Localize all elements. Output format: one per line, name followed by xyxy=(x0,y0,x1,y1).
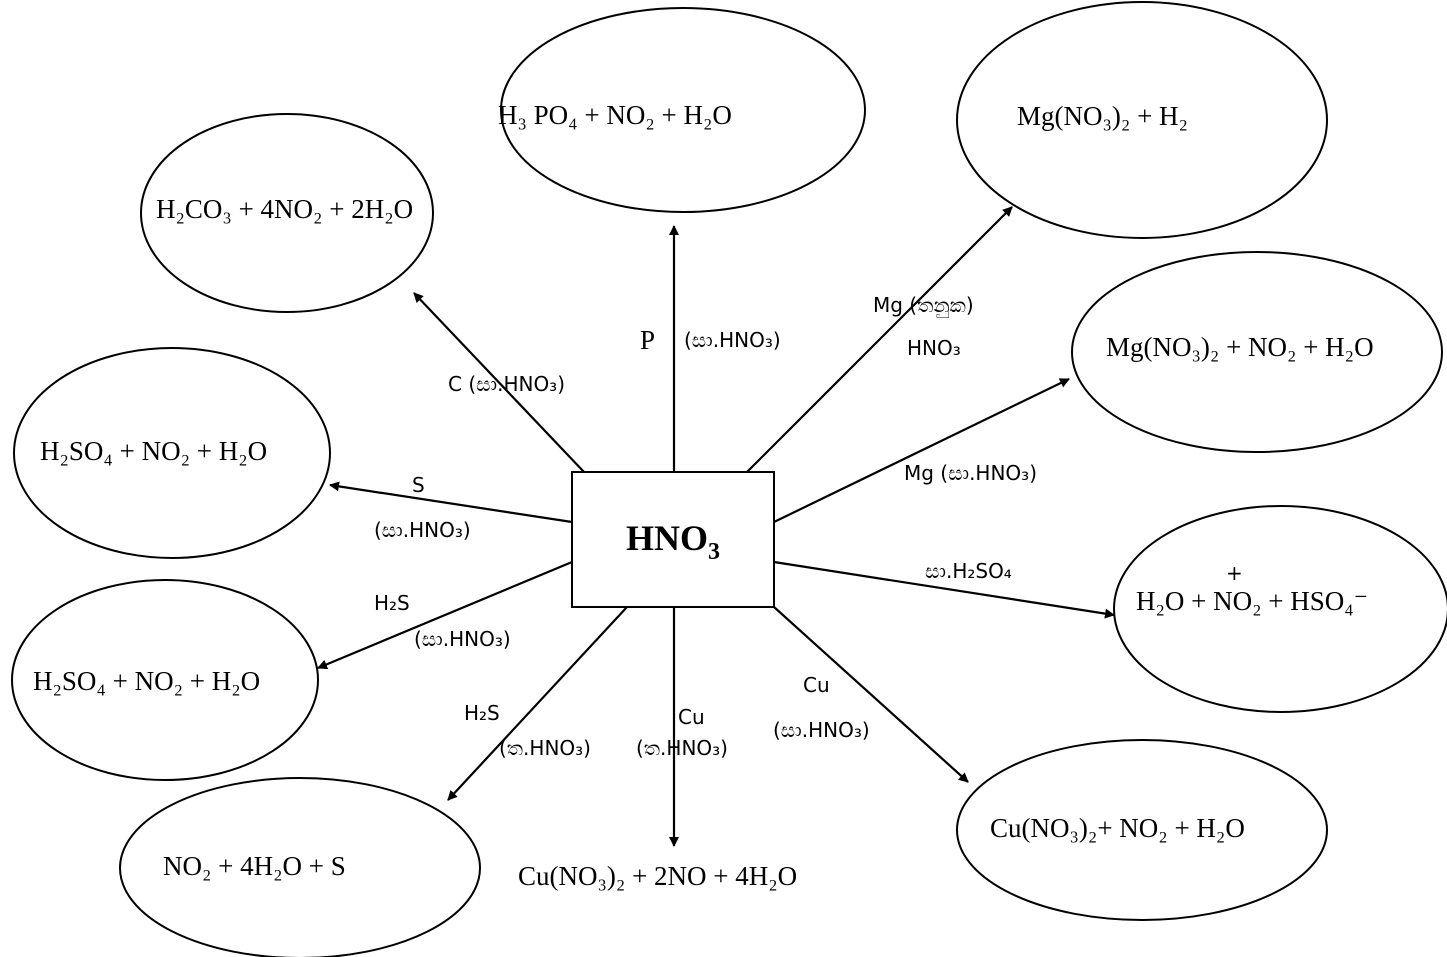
ellipse-phosphoric xyxy=(500,7,866,213)
ellipse-mg-conc xyxy=(1071,251,1443,453)
product-mg-dilute: Mg(NO₃)₂ + H₂ xyxy=(1017,101,1188,131)
reagent-mg-dilute-line1: Mg (තනුක) xyxy=(873,293,974,318)
reagent-cu-conc-label: Cu xyxy=(803,673,830,697)
reagent-mg-conc: Mg (සා.HNO₃) xyxy=(904,461,1037,485)
product-h2s-conc: H₂SO₄ + NO₂ + H₂O xyxy=(33,666,260,696)
reagent-cu-conc-cond: (සා.HNO₃) xyxy=(773,718,870,742)
reagent-cu-dilute-cond: (ත.HNO₃) xyxy=(636,736,728,760)
reagent-h2s-dilute-label: H₂S xyxy=(464,701,500,725)
ellipse-h2s-dilute xyxy=(119,777,481,957)
reagent-s-cond: (සා.HNO₃) xyxy=(374,518,471,542)
arrow-h2s-conc xyxy=(317,560,573,670)
arrow-h2s-dilute xyxy=(447,606,628,801)
reagent-h2so4: සා.H₂SO₄ xyxy=(925,559,1012,583)
arrow-mg-conc xyxy=(773,378,1070,523)
arrow-mg-dilute xyxy=(746,206,1013,473)
ellipse-h2s-conc xyxy=(11,579,319,781)
center-title: HNO3 xyxy=(626,518,720,565)
product-cu-conc: Cu(NO₃)₂+ NO₂ + H₂O xyxy=(990,813,1245,843)
product-phosphoric: H₃ PO₄ + NO₂ + H₂O xyxy=(498,100,732,130)
nitronium-charge: + xyxy=(1226,561,1243,585)
product-h2s-dilute: NO₂ + 4H₂O + S xyxy=(163,851,346,881)
reagent-p-label: P xyxy=(640,325,655,355)
reagent-h2s-conc-label: H₂S xyxy=(374,591,410,615)
ellipse-sulfur xyxy=(13,347,331,559)
reagent-p-cond: (සා.HNO₃) xyxy=(684,328,781,352)
arrow-cu-conc xyxy=(773,606,969,783)
reagent-mg-dilute-line2: HNO₃ xyxy=(907,336,961,360)
product-cu-dilute: Cu(NO₃)₂ + 2NO + 4H₂O xyxy=(518,861,797,891)
product-carbonic: H₂CO₃ + 4NO₂ + 2H₂O xyxy=(156,194,413,224)
arrow-carbon xyxy=(413,292,585,473)
reagent-cu-dilute-label: Cu xyxy=(678,705,705,729)
reagent-s-label: S xyxy=(412,473,425,497)
reagent-h2s-dilute-cond: (ත.HNO₃) xyxy=(499,736,591,760)
reagent-h2s-conc-cond: (සා.HNO₃) xyxy=(414,627,511,651)
ellipse-mg-dilute xyxy=(956,1,1328,239)
product-mg-conc: Mg(NO₃)₂ + NO₂ + H₂O xyxy=(1106,332,1374,362)
ellipse-cu-conc xyxy=(956,739,1328,921)
reagent-c: C (සා.HNO₃) xyxy=(448,372,565,396)
arrow-sulfur xyxy=(329,481,573,524)
product-nitronium: H₂O + NO₂ + HSO₄⁻ xyxy=(1136,586,1368,616)
product-sulfur: H₂SO₄ + NO₂ + H₂O xyxy=(40,436,267,466)
arrow-h2so4 xyxy=(773,560,1115,619)
ellipse-carbonic xyxy=(140,113,434,313)
